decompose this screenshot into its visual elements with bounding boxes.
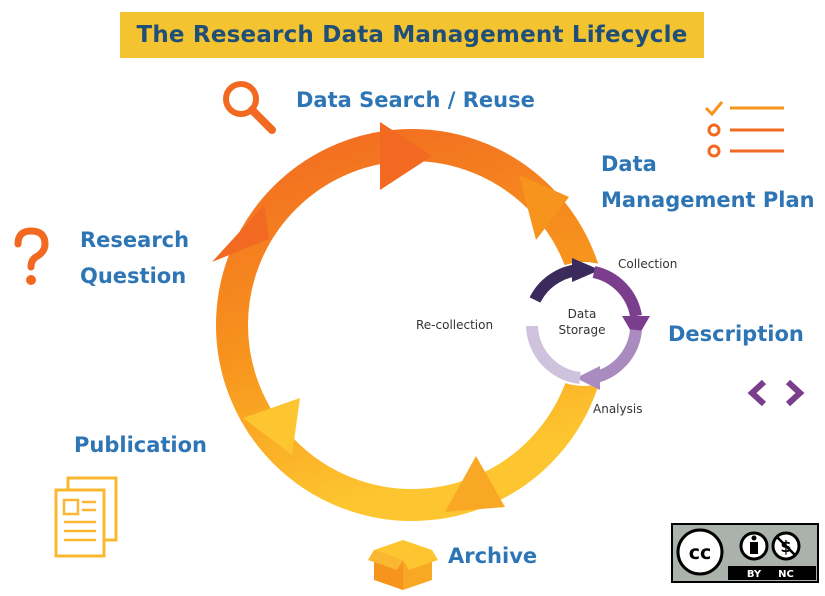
analysis-label: Analysis	[593, 402, 643, 416]
recollection-label: Re-collection	[416, 318, 494, 332]
inner-arrow-collection	[572, 258, 600, 282]
data-storage-line2: Storage	[558, 323, 606, 337]
data-storage-line1: Data	[567, 307, 597, 321]
stage-archive: Archive	[448, 544, 538, 568]
arrow-upper-left	[212, 205, 269, 262]
cc-text: cc	[689, 542, 712, 564]
arrow-upper-right	[519, 175, 569, 240]
title-banner: The Research Data Management Lifecycle	[120, 12, 704, 58]
stage-dmp-line1: Data	[601, 152, 657, 176]
page-title: The Research Data Management Lifecycle	[136, 22, 688, 48]
arrow-top	[380, 122, 432, 190]
cc-by-text: BY	[747, 569, 762, 580]
code-brackets-icon	[747, 379, 805, 407]
stage-research-line1: Research	[80, 228, 190, 252]
cc-nc-text: NC	[778, 569, 794, 580]
arrow-bottom	[445, 456, 505, 512]
inner-arrow-analysis	[576, 366, 600, 390]
question-icon	[14, 227, 49, 285]
stage-description: Description	[668, 322, 804, 346]
stage-research-line2: Question	[80, 264, 187, 288]
collection-label: Collection	[618, 257, 678, 271]
checklist-icon	[704, 101, 784, 158]
arrow-lower-left	[243, 398, 300, 455]
search-icon	[223, 81, 276, 134]
inner-arc-recollection	[526, 325, 581, 384]
inner-arrow-description	[622, 316, 650, 340]
stage-data-search: Data Search / Reuse	[296, 88, 535, 112]
stage-dmp-line2: Management Plan	[601, 188, 815, 212]
stage-publication: Publication	[74, 433, 208, 457]
box-icon	[368, 540, 438, 590]
cc-license-icon: cc $ BY NC	[671, 523, 819, 583]
document-icon	[54, 476, 118, 558]
data-storage-label: Data Storage	[542, 306, 622, 338]
inner-arc-description	[592, 266, 642, 318]
